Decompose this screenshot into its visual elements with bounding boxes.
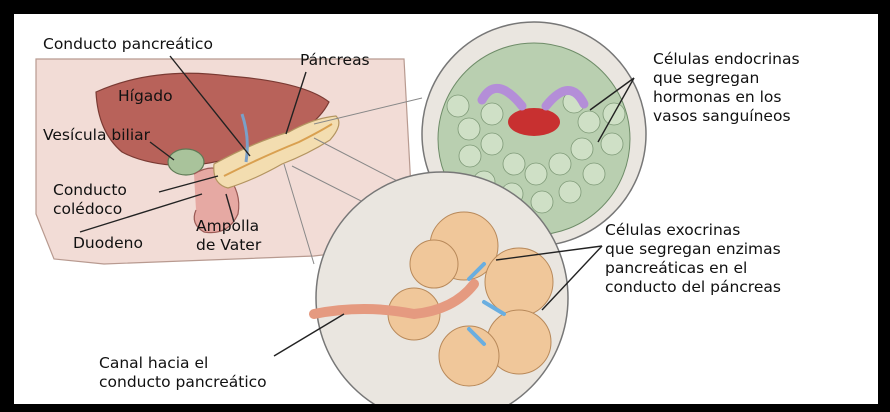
label-celulas-endocrinas: Células endocrinas que segregan hormonas… bbox=[653, 50, 800, 126]
label-ampolla-vater: Ampolla de Vater bbox=[196, 217, 261, 255]
label-celulas-exocrinas: Células exocrinas que segregan enzimas p… bbox=[605, 221, 781, 297]
label-higado: Hígado bbox=[118, 87, 173, 106]
label-duodeno: Duodeno bbox=[73, 234, 143, 253]
label-vesicula-biliar: Vesícula biliar bbox=[43, 126, 150, 145]
label-conducto-pancreatico: Conducto pancreático bbox=[43, 35, 213, 54]
label-conducto-coledoco: Conducto colédoco bbox=[53, 181, 127, 219]
diagram-panel: Conducto pancreático Páncreas Hígado Ves… bbox=[14, 14, 878, 404]
label-pancreas: Páncreas bbox=[300, 51, 370, 70]
label-canal-hacia-conducto: Canal hacia el conducto pancreático bbox=[99, 354, 267, 392]
